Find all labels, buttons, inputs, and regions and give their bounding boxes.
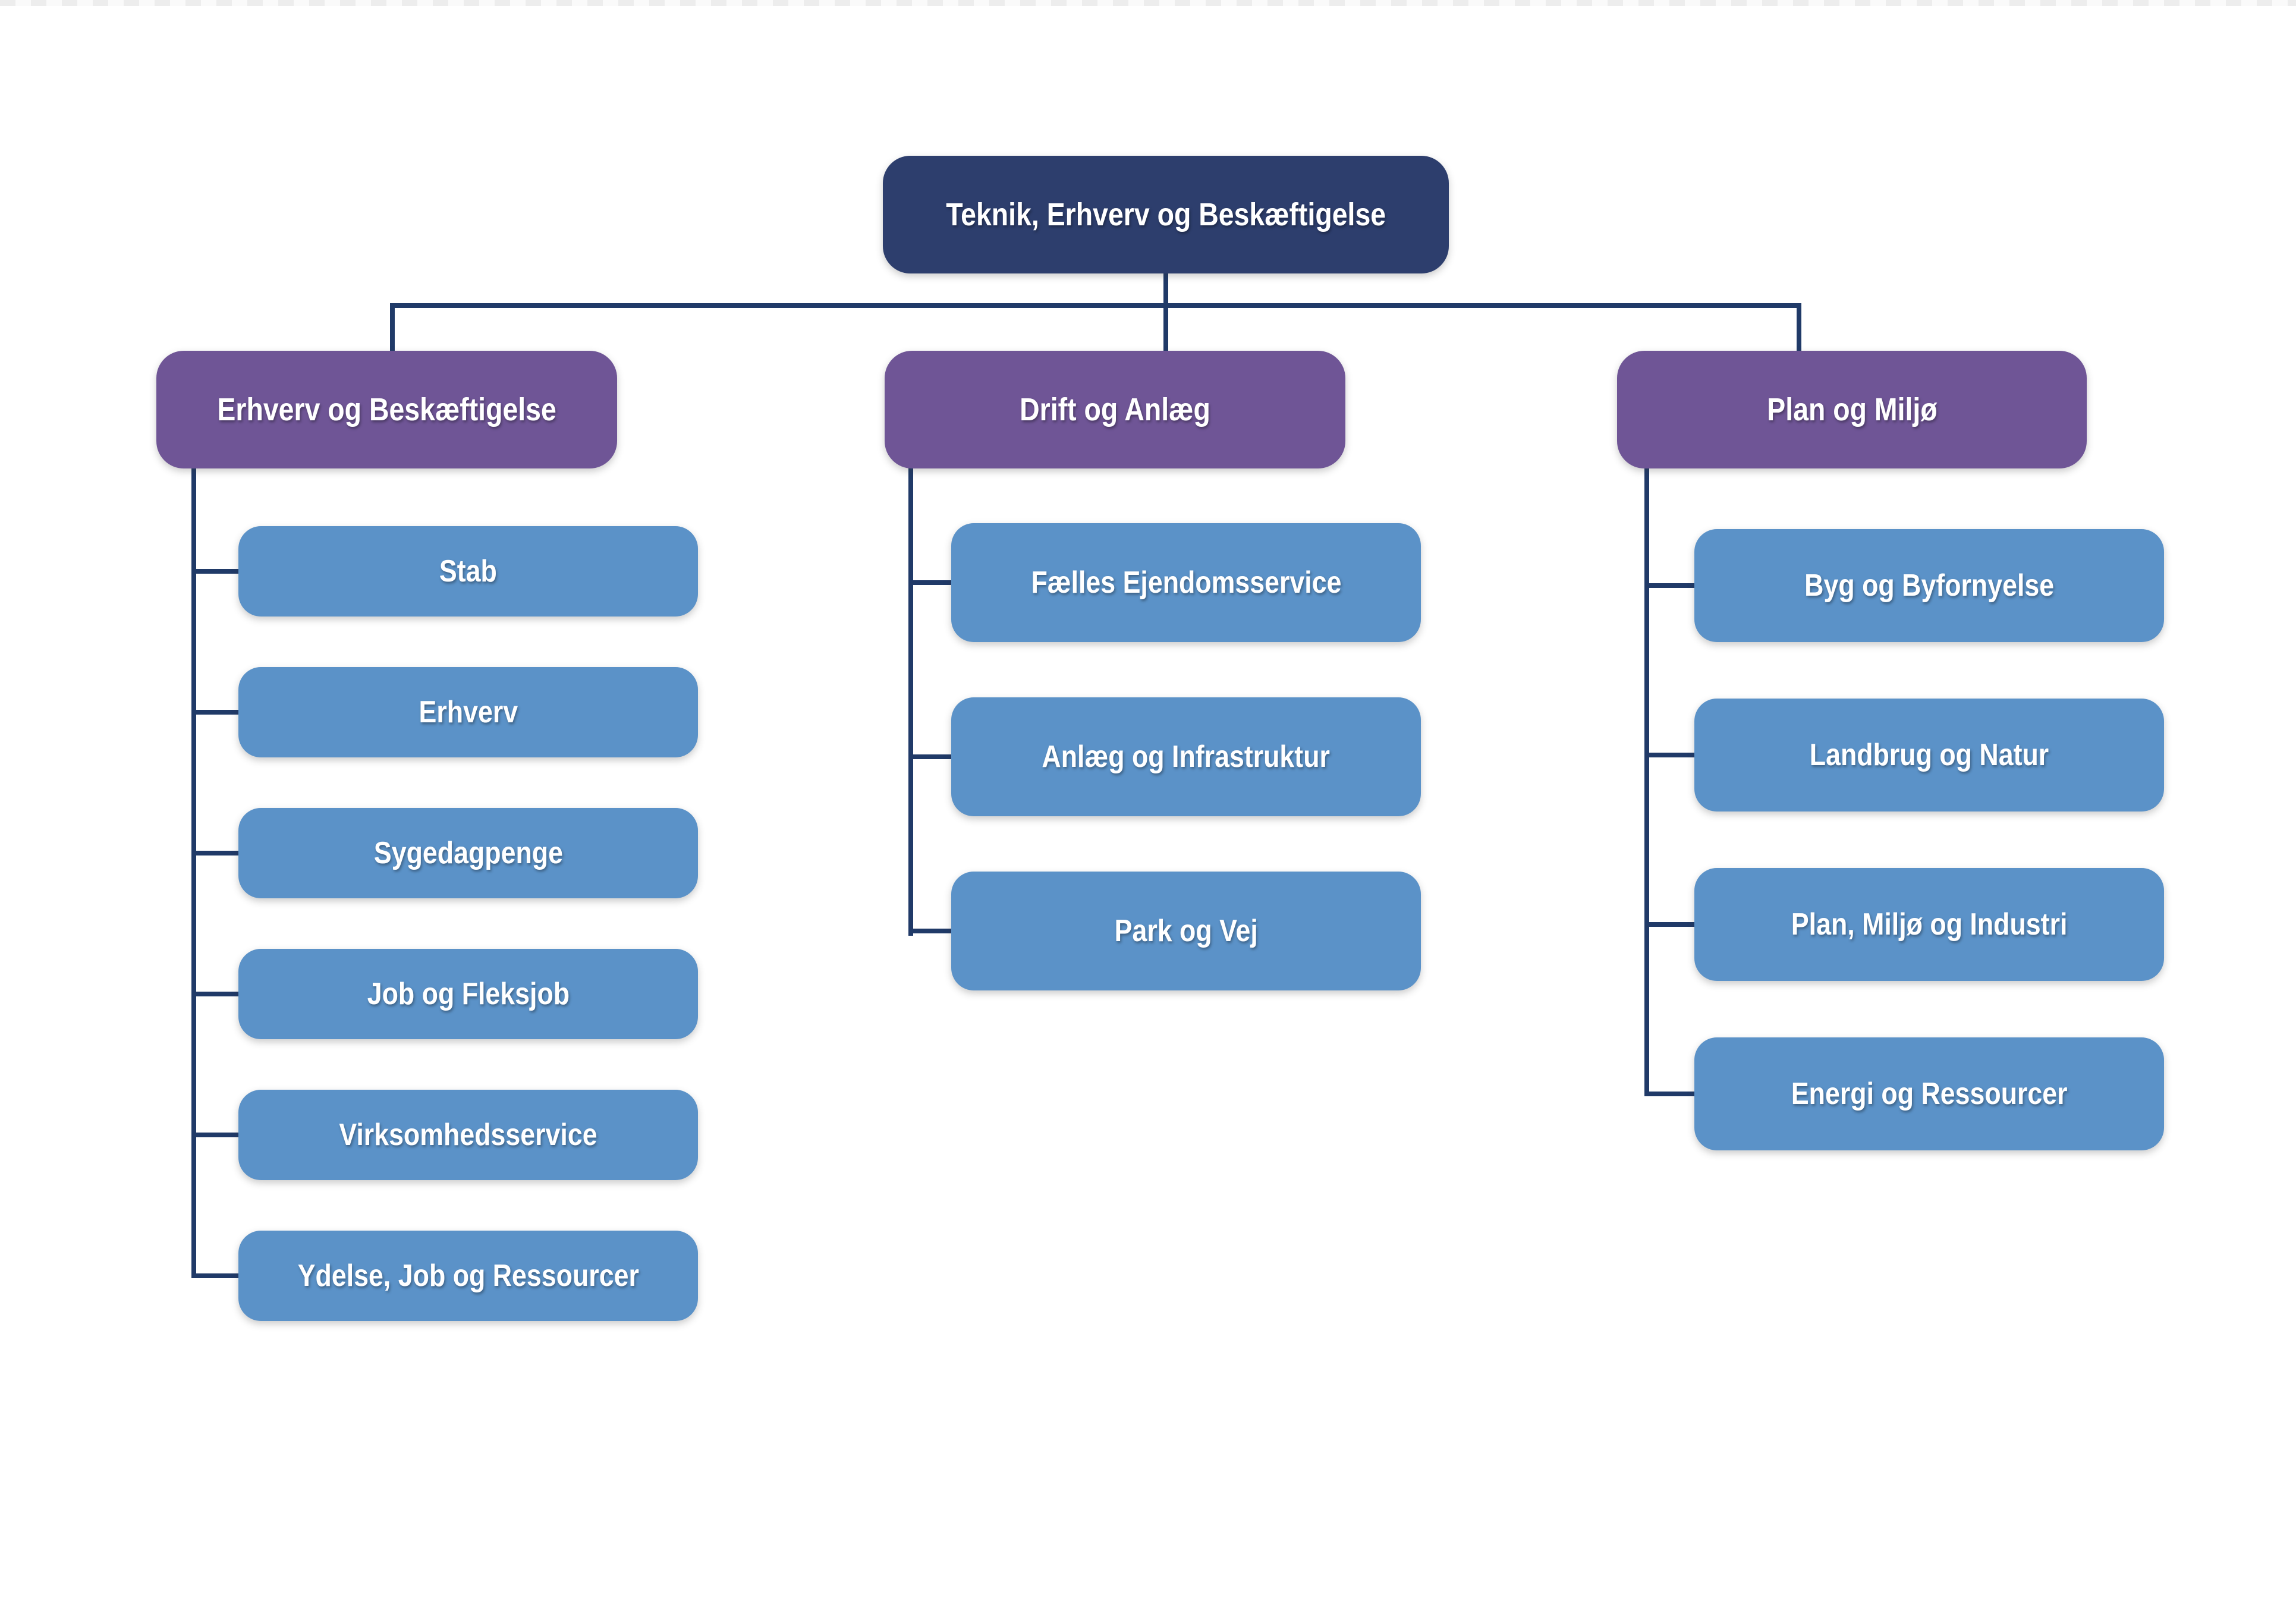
branch-box-plan-og-miljo: Plan og Miljø <box>1617 351 2087 468</box>
child-box-energi-og-ressourcer: Energi og Ressourcer <box>1694 1037 2164 1150</box>
connector-rail-right <box>1644 467 1649 1096</box>
connector-drop-center <box>1163 307 1168 352</box>
child-box-ydelse-job-og-ressourcer: Ydelse, Job og Ressourcer <box>238 1231 698 1321</box>
connector-stub-center-1 <box>908 580 958 585</box>
connector-drop-left <box>390 303 395 352</box>
connector-stub-left-1 <box>191 569 245 574</box>
connector-stub-left-3 <box>191 851 245 855</box>
child-box-job-og-fleksjob: Job og Fleksjob <box>238 949 698 1039</box>
child-box-sygedagpenge: Sygedagpenge <box>238 808 698 898</box>
connector-main-horizontal <box>390 303 1801 308</box>
connector-stub-left-4 <box>191 992 245 996</box>
connector-stub-right-3 <box>1644 922 1701 927</box>
child-box-park-og-vej: Park og Vej <box>951 872 1421 990</box>
connector-stub-left-6 <box>191 1273 245 1278</box>
child-box-erhverv: Erhverv <box>238 667 698 757</box>
top-edge-artifact <box>0 0 2296 6</box>
branch-box-drift-og-anlaeg: Drift og Anlæg <box>885 351 1345 468</box>
connector-stub-right-2 <box>1644 753 1701 757</box>
connector-stub-left-5 <box>191 1133 245 1137</box>
connector-stub-left-2 <box>191 710 245 715</box>
connector-rail-center <box>908 467 913 936</box>
child-box-anlaeg-og-infrastruktur: Anlæg og Infrastruktur <box>951 697 1421 816</box>
child-box-label: Fælles Ejendomsservice <box>1031 565 1341 600</box>
child-box-label: Byg og Byfornyelse <box>1804 568 2054 603</box>
connector-rail-left <box>191 467 196 1278</box>
child-box-byg-og-byfornyelse: Byg og Byfornyelse <box>1694 529 2164 642</box>
child-box-label: Ydelse, Job og Ressourcer <box>297 1259 639 1293</box>
connector-stub-right-1 <box>1644 583 1701 588</box>
branch-box-label: Drift og Anlæg <box>1020 392 1210 427</box>
connector-root-stem <box>1163 272 1168 308</box>
child-box-label: Stab <box>439 554 497 589</box>
connector-drop-right <box>1797 303 1801 352</box>
branch-box-label: Plan og Miljø <box>1766 392 1938 427</box>
child-box-label: Job og Fleksjob <box>367 977 570 1011</box>
connector-stub-center-3 <box>908 929 958 933</box>
branch-box-erhverv-og-beskaeftigelse: Erhverv og Beskæftigelse <box>156 351 617 468</box>
root-box-label: Teknik, Erhverv og Beskæftigelse <box>946 197 1386 232</box>
connector-stub-center-2 <box>908 754 958 759</box>
root-box: Teknik, Erhverv og Beskæftigelse <box>883 156 1449 273</box>
child-box-label: Plan, Miljø og Industri <box>1791 907 2068 942</box>
child-box-virksomhedsservice: Virksomhedsservice <box>238 1090 698 1180</box>
child-box-label: Park og Vej <box>1114 914 1258 948</box>
child-box-label: Erhverv <box>419 695 518 729</box>
child-box-label: Anlæg og Infrastruktur <box>1042 740 1331 774</box>
child-box-label: Energi og Ressourcer <box>1791 1077 2068 1111</box>
child-box-landbrug-og-natur: Landbrug og Natur <box>1694 699 2164 812</box>
child-box-plan-miljo-og-industri: Plan, Miljø og Industri <box>1694 868 2164 981</box>
child-box-label: Sygedagpenge <box>373 836 563 870</box>
connector-stub-right-4 <box>1644 1092 1701 1096</box>
child-box-stab: Stab <box>238 526 698 617</box>
child-box-faelles-ejendomsservice: Fælles Ejendomsservice <box>951 523 1421 642</box>
branch-box-label: Erhverv og Beskæftigelse <box>217 392 556 427</box>
child-box-label: Landbrug og Natur <box>1809 738 2049 772</box>
child-box-label: Virksomhedsservice <box>339 1118 597 1152</box>
